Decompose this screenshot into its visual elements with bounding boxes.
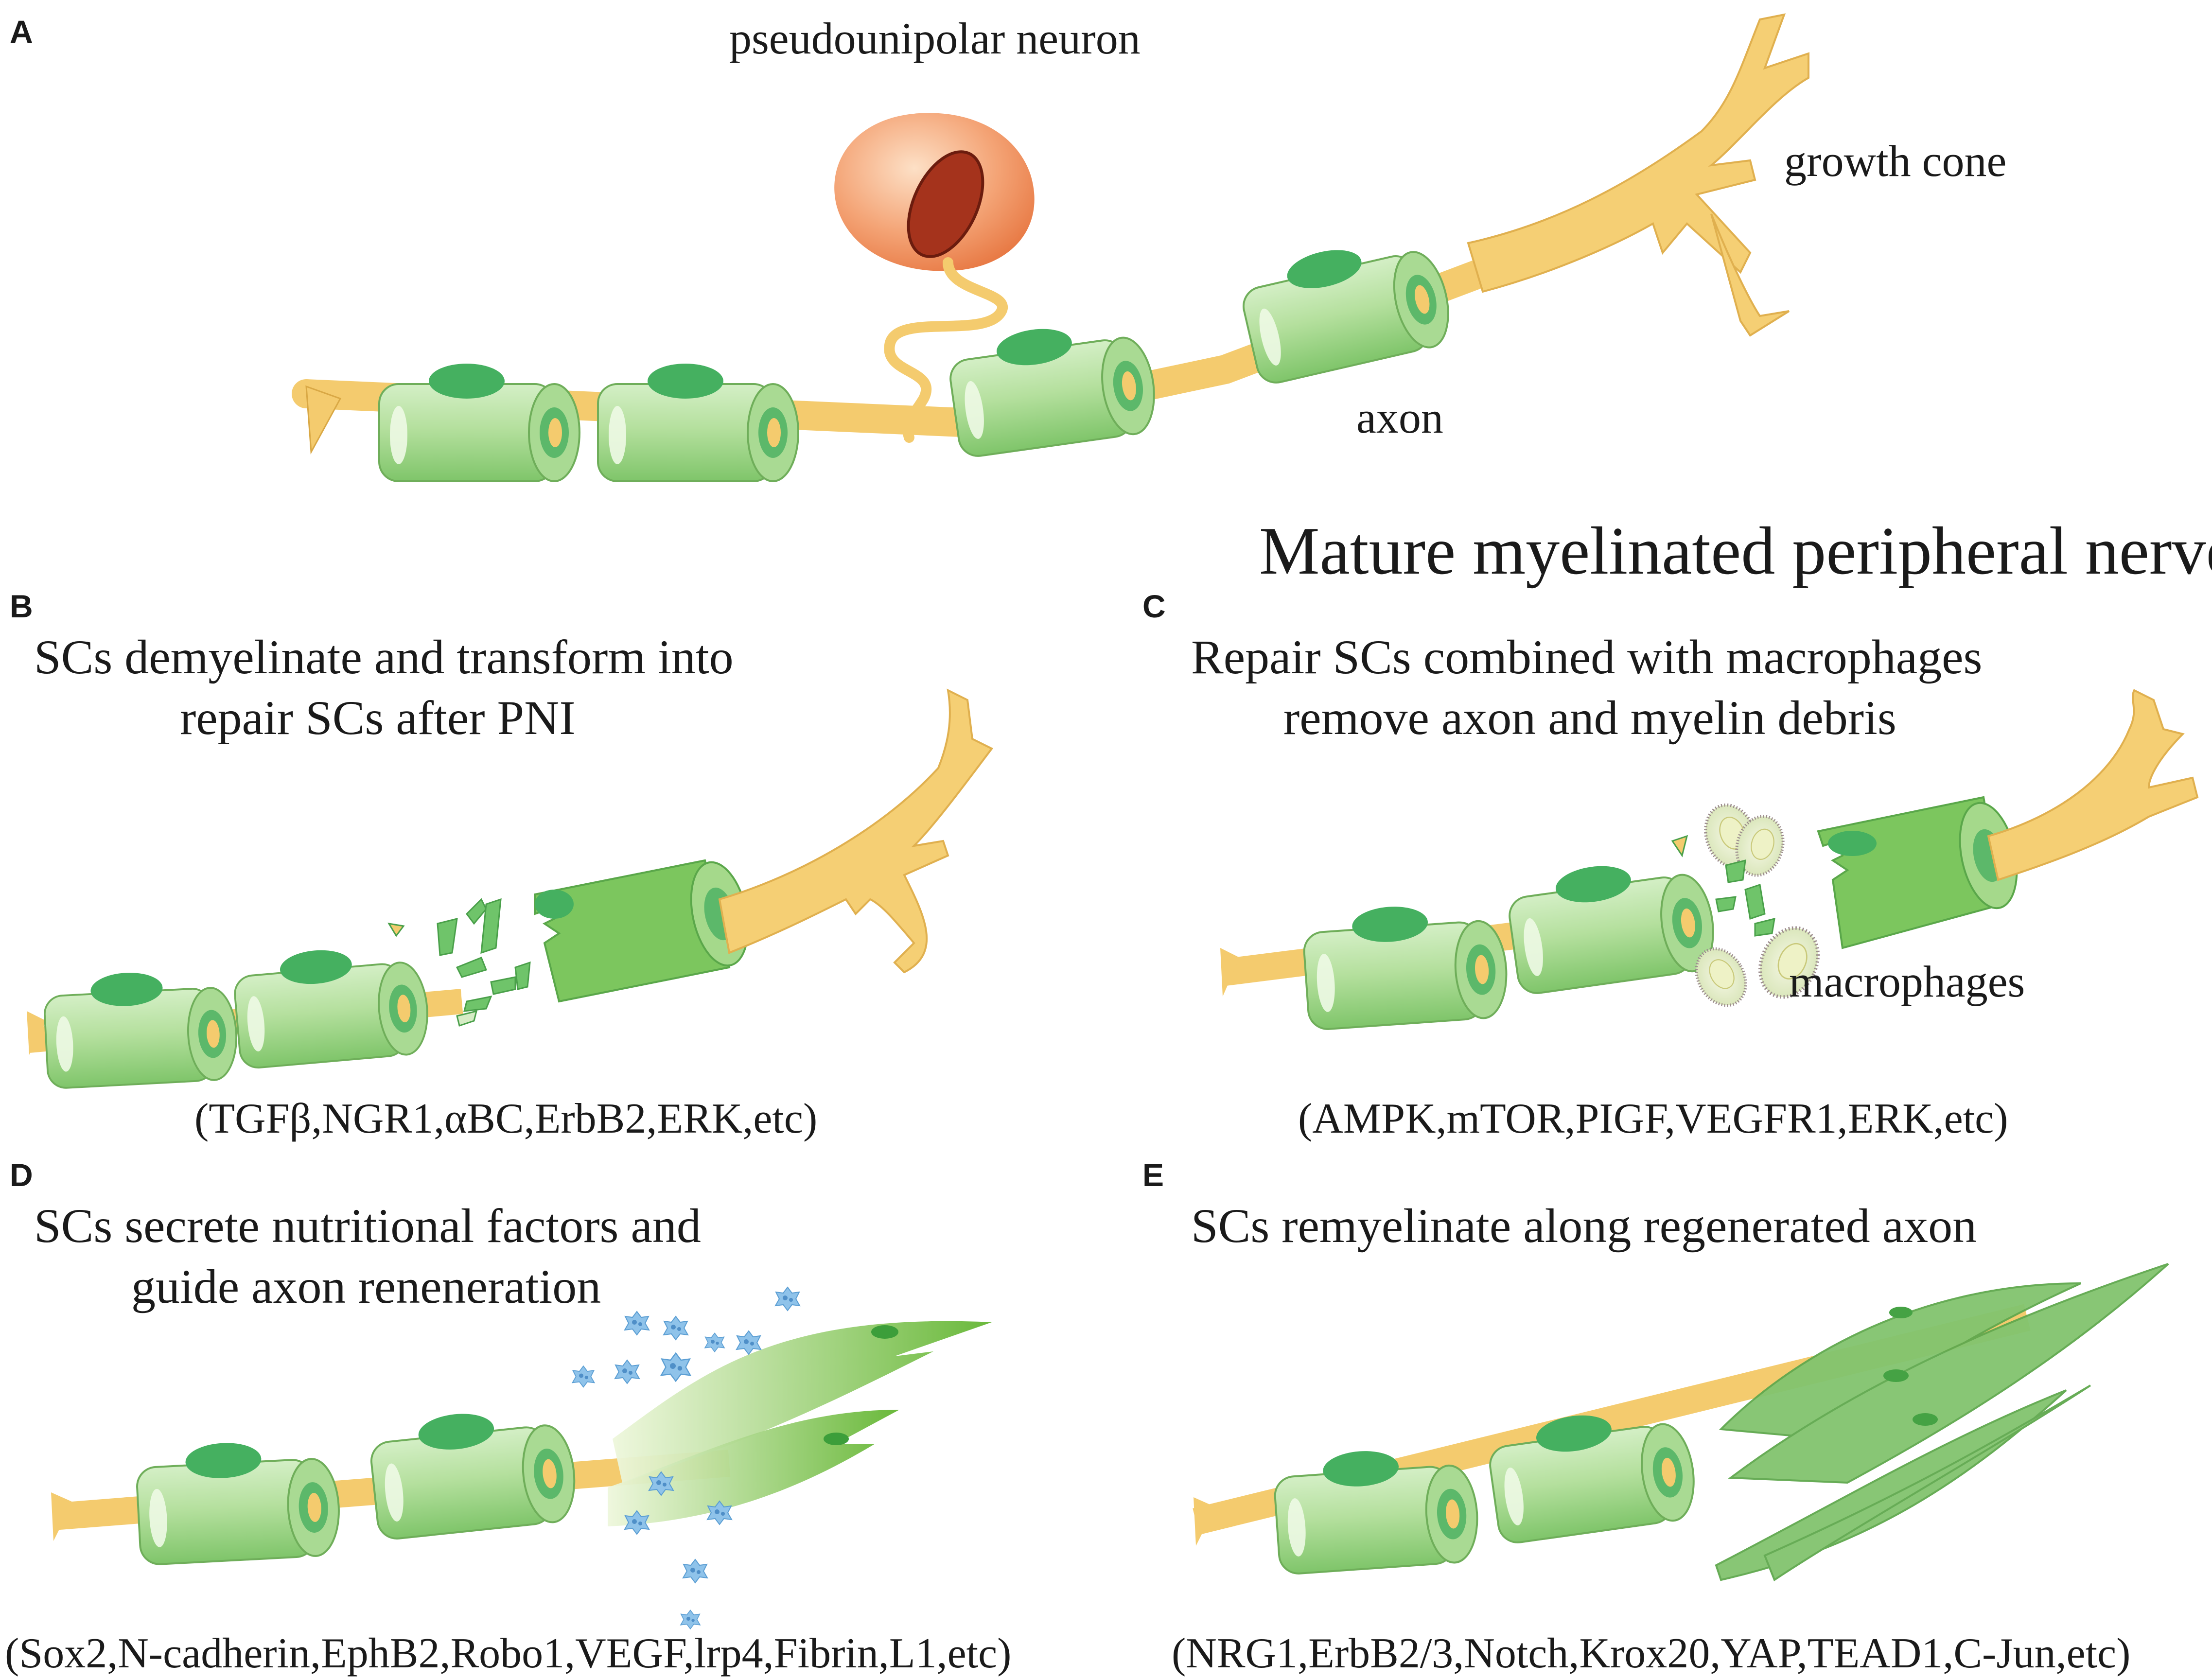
growth-cone-c xyxy=(1987,689,2199,881)
panel-d-title-line2: guide axon reneneration xyxy=(131,1260,601,1313)
neuron-nucleus xyxy=(907,150,984,258)
neuron xyxy=(834,113,1035,443)
panel-d: D SCs secrete nutritional factors and gu… xyxy=(5,1157,1011,1677)
panel-c: C Repair SCs combined with macrophages r… xyxy=(1142,588,2199,1142)
axon-stub-left-e xyxy=(1194,1497,1215,1546)
growth-cone-b xyxy=(718,688,994,974)
panel-d-letter: D xyxy=(10,1157,33,1193)
panel-c-title-line1: Repair SCs combined with macrophages xyxy=(1191,630,1982,684)
figure-title: Mature myelinated peripheral nerve xyxy=(1259,513,2212,589)
repair-sc-b xyxy=(534,859,749,1003)
label-pseudounipolar-neuron: pseudounipolar neuron xyxy=(729,14,1141,63)
panel-a-letter: A xyxy=(10,14,33,50)
axon-stub-left-a xyxy=(305,385,342,455)
myelin-debris-c xyxy=(1671,835,1775,937)
panel-b-molecules: (TGFβ,NGR1,αBC,ErbB2,ERK,etc) xyxy=(194,1095,817,1142)
axon-stub-left-c xyxy=(1220,948,1240,997)
growth-cone xyxy=(1467,13,1809,337)
panel-e-title-line1: SCs remyelinate along regenerated axon xyxy=(1191,1199,1977,1253)
label-growth-cone: growth cone xyxy=(1784,136,2006,186)
repair-sc-c xyxy=(1817,796,2018,949)
axon-stub-left-d xyxy=(51,1492,73,1541)
panel-e: E SCs remyelinate along regenerated axon… xyxy=(1142,1157,2169,1677)
neuron-process xyxy=(884,257,1008,443)
panel-c-title-line2: remove axon and myelin debris xyxy=(1283,691,1896,745)
panel-d-molecules: (Sox2,N-cadherin,EphB2,Robo1,VEGF,lrp4,F… xyxy=(5,1630,1011,1677)
panel-e-letter: E xyxy=(1142,1157,1164,1193)
panel-b-letter: B xyxy=(10,588,33,624)
myelin-debris-b xyxy=(387,898,531,1027)
panel-d-title-line1: SCs secrete nutritional factors and xyxy=(34,1199,701,1253)
panel-c-letter: C xyxy=(1142,588,1166,624)
label-axon: axon xyxy=(1356,393,1443,442)
panel-b-title-line1: SCs demyelinate and transform into xyxy=(34,630,734,684)
remyelinating-scs-e xyxy=(1715,1263,2169,1582)
panel-e-molecules: (NRG1,ErbB2/3,Notch,Krox20,YAP,TEAD1,C-J… xyxy=(1172,1630,2130,1677)
panel-b: B SCs demyelinate and transform into rep… xyxy=(10,588,994,1142)
panel-b-title-line2: repair SCs after PNI xyxy=(180,691,576,745)
myelin-segments-b xyxy=(42,940,432,1090)
panel-c-molecules: (AMPK,mTOR,PIGF,VEGFR1,ERK,etc) xyxy=(1298,1095,2008,1142)
axon-stub-left-b xyxy=(27,1011,46,1055)
repair-sc-bands-d xyxy=(608,1321,992,1526)
panel-a: A pseudounipolar neuron growth cone axon… xyxy=(10,13,2212,589)
label-macrophages: macrophages xyxy=(1789,957,2025,1006)
